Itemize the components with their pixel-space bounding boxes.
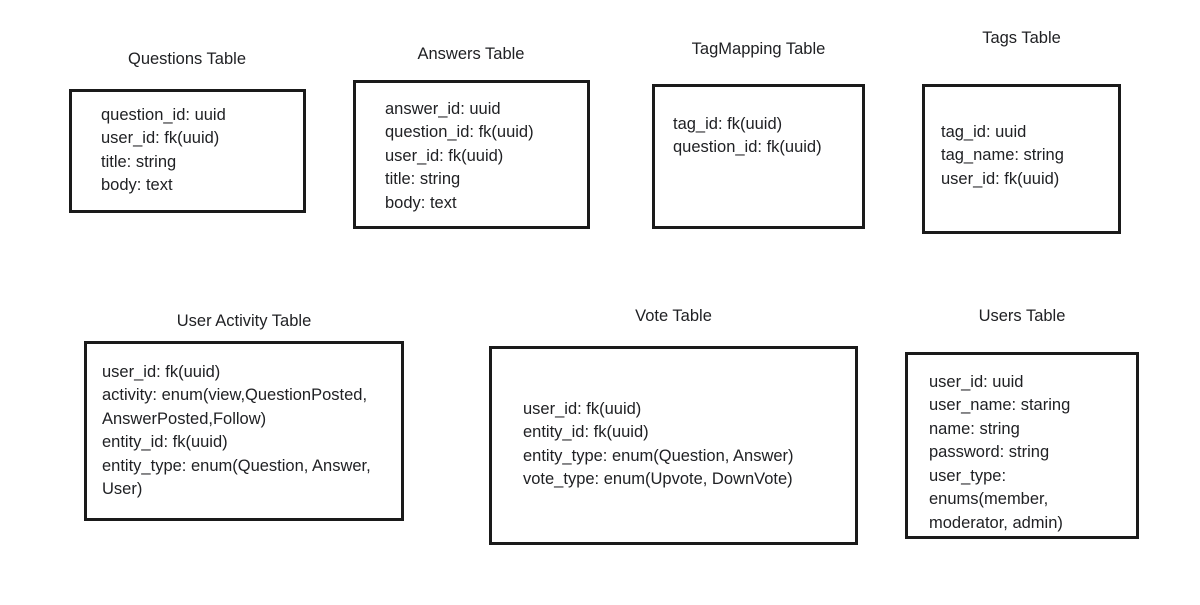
entity-title-users: Users Table [978, 307, 1066, 325]
field-row: tag_id: uuid [941, 123, 1027, 141]
field-row: user_name: staring [929, 396, 1071, 415]
field-row: user_id: fk(uuid) [385, 146, 504, 165]
field-row: title: string [385, 170, 461, 189]
field-row: title: string [101, 152, 177, 171]
entity-box-answers[interactable]: answer_id: uuid question_id: fk(uuid) us… [353, 80, 590, 229]
field-list-tags: tag_id: uuid tag_name: string user_id: f… [925, 121, 1118, 191]
field-row: user_id: fk(uuid) [101, 129, 220, 148]
field-row: question_id: uuid [101, 106, 226, 124]
entity-box-tagmapping[interactable]: tag_id: fk(uuid) question_id: fk(uuid) [652, 84, 865, 229]
entity-title-vote: Vote Table [635, 307, 712, 325]
entity-box-users[interactable]: user_id: uuid user_name: staring name: s… [905, 352, 1139, 539]
entity-box-vote[interactable]: user_id: fk(uuid) entity_id: fk(uuid) en… [489, 346, 858, 545]
field-row: entity_type: enum(Question, Answer) [523, 446, 794, 465]
field-row: entity_type: enum(Question, Answer, User… [102, 456, 376, 499]
field-list-user-activity: user_id: fk(uuid) activity: enum(view,Qu… [87, 361, 401, 502]
entity-title-tags: Tags Table [982, 29, 1061, 47]
entity-title-user-activity: User Activity Table [176, 312, 312, 330]
field-row: user_id: fk(uuid) [102, 363, 221, 381]
entity-title-answers: Answers Table [417, 45, 525, 63]
field-list-vote: user_id: fk(uuid) entity_id: fk(uuid) en… [492, 398, 855, 492]
field-row: entity_id: fk(uuid) [523, 423, 649, 442]
entity-box-user-activity[interactable]: user_id: fk(uuid) activity: enum(view,Qu… [84, 341, 404, 521]
field-list-tagmapping: tag_id: fk(uuid) question_id: fk(uuid) [655, 113, 862, 160]
field-row: user_id: fk(uuid) [941, 169, 1060, 188]
field-row: user_id: uuid [929, 373, 1024, 391]
field-row: body: text [101, 176, 173, 195]
field-list-answers: answer_id: uuid question_id: fk(uuid) us… [356, 98, 587, 215]
field-row: activity: enum(view,QuestionPosted, Answ… [102, 386, 371, 428]
field-row: question_id: fk(uuid) [385, 123, 534, 142]
field-row: tag_id: fk(uuid) [673, 115, 783, 133]
field-row: answer_id: uuid [385, 100, 501, 118]
field-row: user_id: fk(uuid) [523, 400, 642, 418]
field-list-users: user_id: uuid user_name: staring name: s… [908, 371, 1136, 535]
entity-box-questions[interactable]: question_id: uuid user_id: fk(uuid) titl… [69, 89, 306, 213]
field-row: password: string [929, 443, 1050, 462]
field-row: question_id: fk(uuid) [673, 138, 822, 157]
field-row: name: string [929, 419, 1020, 438]
field-row: user_type: enums(member, moderator, admi… [929, 466, 1063, 532]
field-list-questions: question_id: uuid user_id: fk(uuid) titl… [72, 104, 303, 198]
field-row: body: text [385, 193, 457, 212]
entity-title-questions: Questions Table [127, 50, 247, 68]
entity-box-tags[interactable]: tag_id: uuid tag_name: string user_id: f… [922, 84, 1121, 234]
field-row: tag_name: string [941, 146, 1064, 165]
entity-title-tagmapping: TagMapping Table [691, 40, 826, 58]
field-row: entity_id: fk(uuid) [102, 433, 228, 452]
field-row: vote_type: enum(Upvote, DownVote) [523, 470, 793, 489]
